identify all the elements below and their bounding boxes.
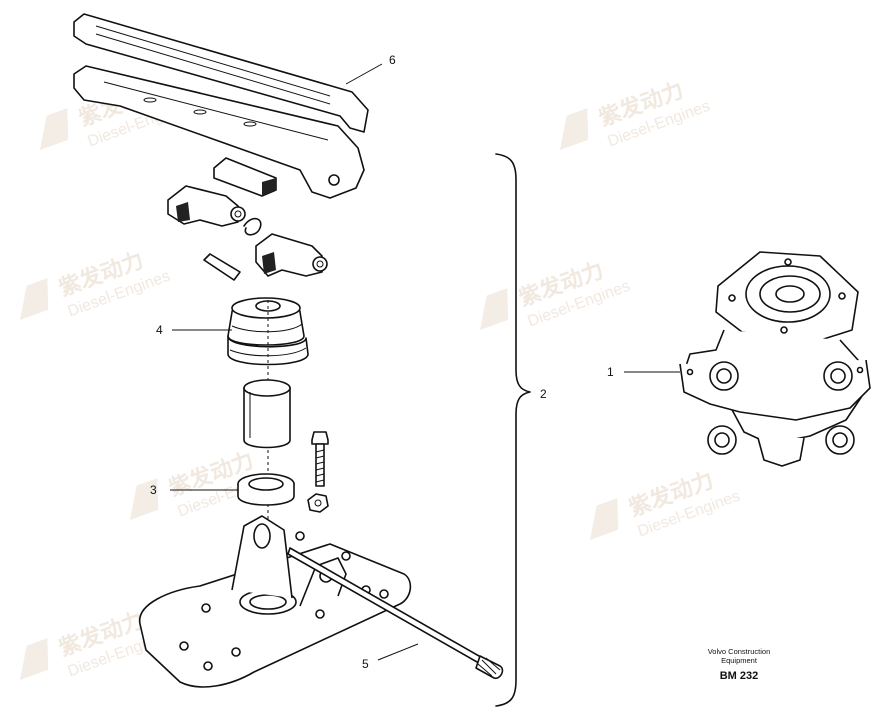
callout-labels: 6 4 3 5 1 2	[150, 53, 614, 671]
plunger	[243, 379, 291, 449]
callout-1: 1	[607, 365, 614, 379]
watermark: 紫发动力 Diesel-Engines	[590, 467, 742, 540]
leader-lines	[170, 63, 680, 661]
pin	[203, 253, 241, 281]
watermark: 紫发动力 Diesel-Engines	[20, 247, 172, 320]
watermark: 紫发动力 Diesel-Engines	[560, 77, 712, 150]
part-3-seal	[237, 473, 295, 506]
group-bracket	[495, 153, 531, 707]
cap-piece	[213, 157, 277, 197]
spring-clip	[243, 217, 262, 236]
callout-2: 2	[540, 387, 547, 401]
leader-line-6	[345, 63, 383, 85]
part-6-pedal	[73, 13, 369, 199]
leader-line-5	[377, 643, 419, 661]
roller-bracket-lower	[255, 233, 328, 277]
caption-equipment: Equipment	[721, 656, 758, 665]
bolt	[311, 431, 329, 487]
callout-4: 4	[156, 323, 163, 337]
part-1-brake-valve	[679, 251, 871, 467]
caption-code: BM 232	[720, 670, 759, 682]
caption-block: Volvo Construction Equipment BM 232	[708, 647, 771, 682]
callout-3: 3	[150, 483, 157, 497]
callout-6: 6	[389, 53, 396, 67]
callout-5: 5	[362, 657, 369, 671]
nut	[307, 493, 329, 513]
part-5-shaft	[287, 547, 504, 680]
watermark: 紫发动力 Diesel-Engines	[480, 257, 632, 330]
caption-manufacturer: Volvo Construction	[708, 647, 771, 656]
roller-bracket-upper	[167, 185, 246, 227]
